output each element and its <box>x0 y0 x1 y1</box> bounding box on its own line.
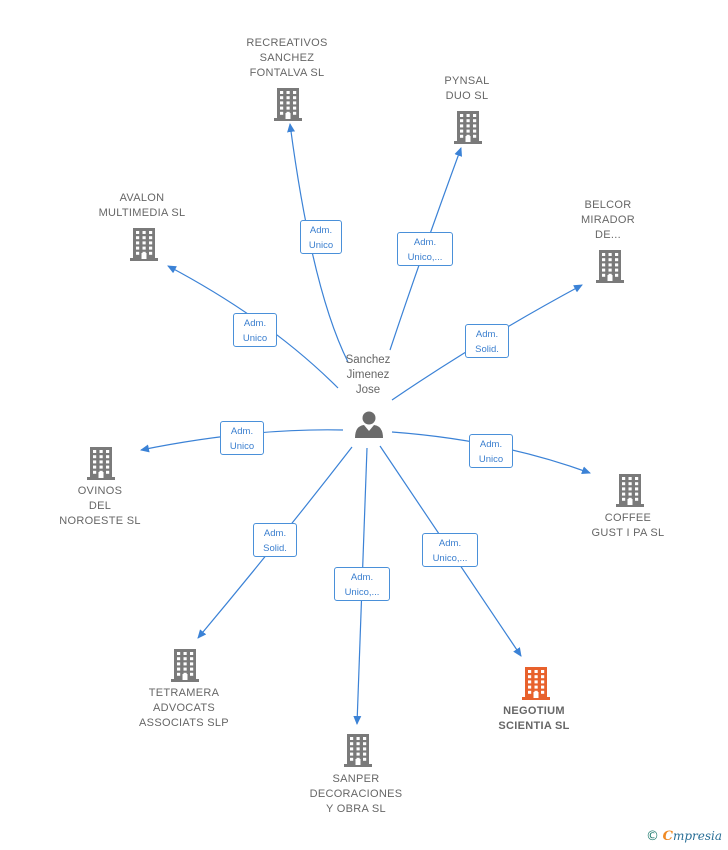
company-name-avalon[interactable]: AVALON MULTIMEDIA SL <box>57 191 227 221</box>
edge-label-line: Unico <box>229 441 255 452</box>
edge-label-line: Adm. <box>230 426 254 437</box>
edge-line-recreativos <box>287 123 349 363</box>
company-name-ovinos[interactable]: OVINOS DEL NOROESTE SL <box>15 484 185 529</box>
company-name-line: DECORACIONES <box>309 788 403 800</box>
company-name-line: OVINOS <box>77 485 123 497</box>
edge-label-ovinos[interactable]: Adm. Unico <box>220 421 264 455</box>
company-name-tetramera[interactable]: TETRAMERA ADVOCATS ASSOCIATS SLP <box>99 686 269 731</box>
edge-label-recreativos[interactable]: Adm. Unico <box>300 220 342 254</box>
company-name-line: ASSOCIATS SLP <box>139 717 229 729</box>
edge-label-line: Adm. <box>243 318 267 329</box>
person-icon[interactable] <box>355 411 383 439</box>
edge-label-line: Adm. <box>475 329 499 340</box>
company-name-negotium[interactable]: NEGOTIUM SCIENTIA SL <box>449 704 619 734</box>
company-name-line: GUST I PA SL <box>591 527 665 539</box>
edge-label-line: Adm. <box>350 572 374 583</box>
edge-label-tetramera[interactable]: Adm. Solid. <box>253 523 297 557</box>
person-name-line: Jose <box>355 384 381 396</box>
edge-label-line: Unico <box>478 454 504 465</box>
person-name-line: Jimenez <box>346 369 390 381</box>
building-icon-sanper[interactable] <box>344 734 372 767</box>
edge-label-line: Unico,... <box>344 587 380 598</box>
building-icon-coffee[interactable] <box>616 474 644 507</box>
company-name-line: SCIENTIA SL <box>498 720 570 732</box>
company-name-line: DE... <box>595 229 621 241</box>
empresia-logo: © Cmpresia <box>645 829 722 844</box>
edge-label-line: Adm. <box>309 225 333 236</box>
building-icon-tetramera[interactable] <box>171 649 199 682</box>
edge-label-negotium[interactable]: Adm. Unico,... <box>422 533 478 567</box>
company-name-line: COFFEE <box>604 512 652 524</box>
edge-label-line: Adm. <box>479 439 503 450</box>
edge-label-line: Unico,... <box>407 252 443 263</box>
company-name-line: BELCOR <box>584 199 632 211</box>
company-name-line: DEL <box>88 500 112 512</box>
edge-label-sanper[interactable]: Adm. Unico,... <box>334 567 390 601</box>
edge-label-pynsal[interactable]: Adm. Unico,... <box>397 232 453 266</box>
company-name-line: MULTIMEDIA SL <box>98 207 186 219</box>
company-name-line: FONTALVA SL <box>249 67 325 79</box>
company-name-line: Y OBRA SL <box>326 803 386 815</box>
edge-label-line: Adm. <box>438 538 462 549</box>
building-icon-avalon[interactable] <box>130 228 158 261</box>
building-icon-belcor[interactable] <box>596 250 624 283</box>
company-name-line: TETRAMERA <box>148 687 220 699</box>
edge-label-line: Unico,... <box>432 553 468 564</box>
company-name-line: AVALON <box>119 192 165 204</box>
edge-label-line: Unico <box>308 240 334 251</box>
company-name-line: SANCHEZ <box>259 52 315 64</box>
company-name-pynsal[interactable]: PYNSAL DUO SL <box>382 74 552 104</box>
company-name-sanper[interactable]: SANPER DECORACIONES Y OBRA SL <box>271 772 441 817</box>
edge-label-line: Adm. <box>413 237 437 248</box>
person-name-line: Sanchez <box>345 354 391 366</box>
edge-label-belcor[interactable]: Adm. Solid. <box>465 324 509 358</box>
building-icon-ovinos[interactable] <box>87 447 115 480</box>
company-name-line: NOROESTE SL <box>59 515 141 527</box>
edge-label-avalon[interactable]: Adm. Unico <box>233 313 277 347</box>
company-name-coffee[interactable]: COFFEE GUST I PA SL <box>543 511 713 541</box>
company-name-line: ADVOCATS <box>152 702 216 714</box>
company-name-line: SANPER <box>332 773 380 785</box>
building-icon-pynsal[interactable] <box>454 111 482 144</box>
company-name-line: MIRADOR <box>580 214 636 226</box>
company-name-line: PYNSAL <box>444 75 490 87</box>
edge-label-line: Solid. <box>475 344 499 355</box>
company-name-line: NEGOTIUM <box>503 705 565 717</box>
company-name-line: DUO SL <box>445 90 489 102</box>
company-name-belcor[interactable]: BELCOR MIRADOR DE... <box>523 198 693 243</box>
edge-label-line: Adm. <box>263 528 287 539</box>
edge-label-line: Unico <box>242 333 268 344</box>
company-name-line: RECREATIVOS <box>246 37 328 49</box>
building-icon-recreativos[interactable] <box>274 88 302 121</box>
edge-label-coffee[interactable]: Adm. Unico <box>469 434 513 468</box>
building-icon-negotium[interactable] <box>522 667 550 700</box>
edge-label-line: Solid. <box>263 543 287 554</box>
company-name-recreativos[interactable]: RECREATIVOS SANCHEZ FONTALVA SL <box>202 36 372 81</box>
